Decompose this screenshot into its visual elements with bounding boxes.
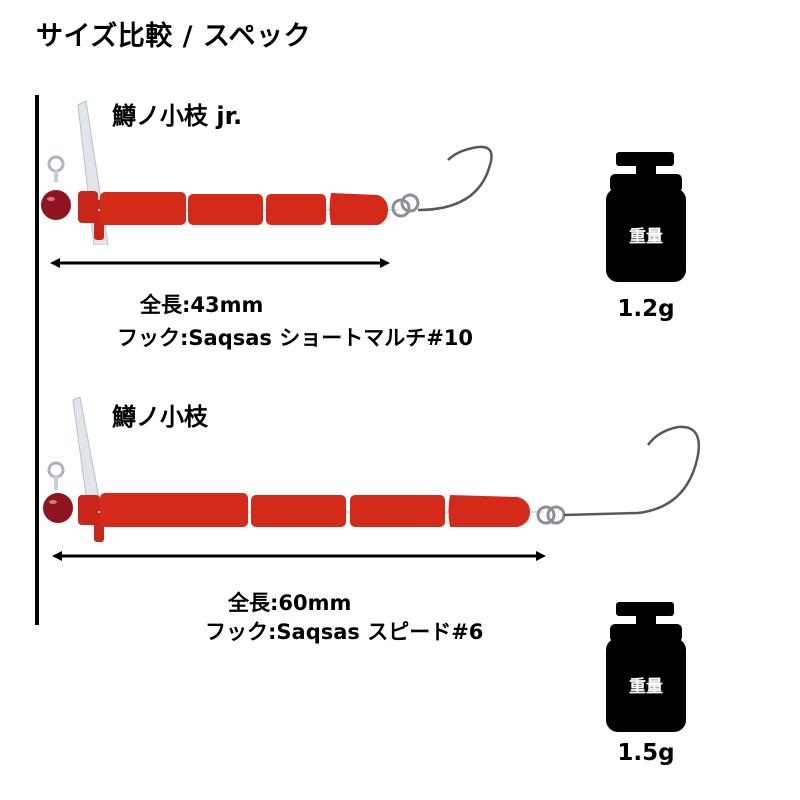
weight-icon-jr: 重量 [606, 152, 686, 282]
weight-icon-text: 重量 [629, 227, 663, 247]
product-name-regular: 鱒ノ小枝 [112, 403, 208, 431]
lure-image-jr [41, 100, 493, 245]
baseline-divider [35, 95, 39, 625]
weight-icon-regular: 重量 [606, 602, 686, 732]
length-label-regular: 全長:60mm [228, 591, 352, 615]
length-arrow-regular [52, 551, 546, 561]
page-title: サイズ比較 / スペック [36, 21, 311, 52]
hook-label-jr: フック:Saqsas ショートマルチ#10 [117, 326, 474, 350]
weight-value-regular: 1.5g [617, 740, 675, 766]
lure-image-regular [43, 396, 701, 542]
weight-value-jr: 1.2g [617, 296, 675, 322]
weight-icon-text: 重量 [629, 677, 663, 697]
length-arrow-jr [50, 258, 390, 268]
product-name-jr: 鱒ノ小枝 jr. [112, 102, 243, 130]
length-label-jr: 全長:43mm [140, 293, 264, 317]
hook-label-regular: フック:Saqsas スピード#6 [205, 620, 484, 644]
